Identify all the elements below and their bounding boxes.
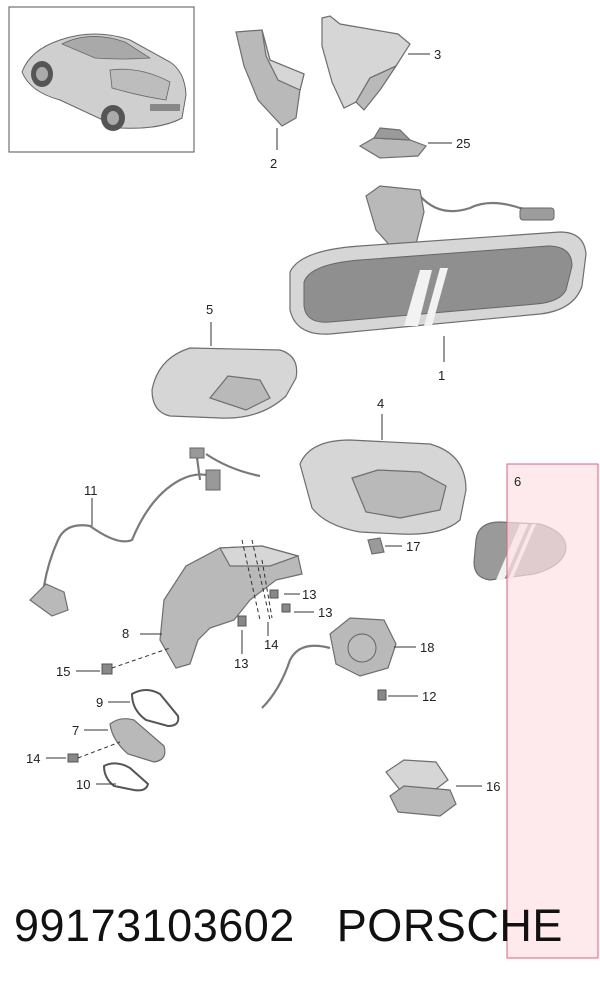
callout-1: 1 bbox=[438, 368, 445, 383]
callout-2: 2 bbox=[270, 156, 277, 171]
callout-13c: 13 bbox=[234, 656, 248, 671]
callout-10: 10 bbox=[76, 777, 90, 792]
callout-14a: 14 bbox=[264, 637, 278, 652]
part-10-gasket bbox=[96, 762, 150, 792]
callout-4: 4 bbox=[377, 396, 384, 411]
callout-3: 3 bbox=[434, 47, 441, 62]
callout-7: 7 bbox=[72, 723, 79, 738]
part-17-clip bbox=[367, 537, 402, 555]
part-4-mirror-housing bbox=[299, 414, 467, 535]
callout-12: 12 bbox=[422, 689, 436, 704]
fasteners bbox=[76, 539, 314, 675]
part-2-base-cover bbox=[235, 29, 305, 150]
car-thumbnail-icon bbox=[21, 33, 187, 131]
part-number: 99173103602 bbox=[14, 900, 295, 951]
callout-8: 8 bbox=[122, 626, 129, 641]
part-3-cover bbox=[321, 15, 430, 111]
part-16-module bbox=[385, 759, 482, 817]
part-9-gasket bbox=[108, 689, 180, 728]
brand-name: PORSCHE bbox=[336, 900, 563, 951]
part-12-screw bbox=[377, 689, 418, 701]
part-14-screw bbox=[46, 741, 121, 763]
part-1-rearview-mirror bbox=[289, 185, 587, 362]
callout-17: 17 bbox=[406, 539, 420, 554]
callout-9: 9 bbox=[96, 695, 103, 710]
callouts: 2 3 25 1 5 4 17 6 11 8 13 13 14 13 18 15… bbox=[26, 47, 521, 794]
callout-18: 18 bbox=[420, 640, 434, 655]
callout-16: 16 bbox=[486, 779, 500, 794]
part-5-mirror-cap bbox=[151, 322, 298, 419]
footer: 99173103602 PORSCHE bbox=[14, 900, 600, 970]
part-11-wiring-harness bbox=[29, 447, 261, 617]
highlight-box[interactable] bbox=[506, 463, 599, 959]
callout-13a: 13 bbox=[302, 587, 316, 602]
callout-6: 6 bbox=[514, 474, 521, 489]
car-thumbnail bbox=[8, 6, 195, 153]
part-18-adjustment-motor bbox=[261, 617, 416, 709]
callout-5: 5 bbox=[206, 302, 213, 317]
part-7-plate bbox=[84, 718, 166, 763]
callout-15: 15 bbox=[56, 664, 70, 679]
callout-11: 11 bbox=[84, 483, 98, 498]
callout-25: 25 bbox=[456, 136, 470, 151]
callout-14b: 14 bbox=[26, 751, 40, 766]
part-25-clip bbox=[358, 127, 452, 159]
callout-13b: 13 bbox=[318, 605, 332, 620]
part-8-mirror-base bbox=[140, 545, 303, 669]
